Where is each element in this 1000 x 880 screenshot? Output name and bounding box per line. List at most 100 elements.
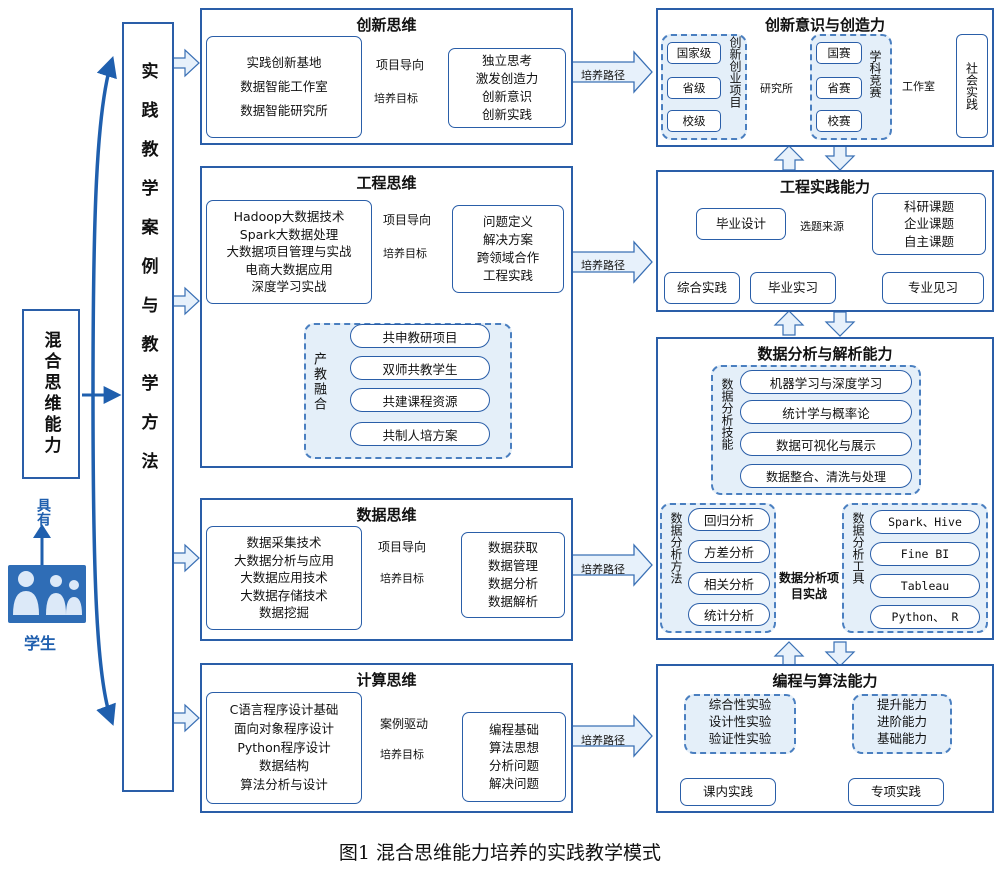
computing-result-3: 分析问题 — [488, 758, 539, 773]
student-label: 学生 — [24, 634, 57, 653]
prog-ability-title: 编程与算法能力 — [772, 672, 878, 690]
mixed-thinking-label: 混合思维能力 — [40, 331, 61, 457]
engineering-title: 工程思维 — [356, 174, 417, 192]
student-icon — [8, 565, 86, 623]
computing-result-box: 编程基础 算法思想 分析问题 解决问题 — [462, 712, 566, 802]
engineering-path: 培养路径 — [581, 259, 625, 272]
mixed-thinking-box: 混合思维能力 — [22, 309, 80, 479]
prog-experiment-3: 验证性实验 — [708, 730, 772, 746]
analysis-ability-title: 数据分析与解析能力 — [757, 345, 893, 363]
innov-level-2: 省级 — [667, 77, 721, 99]
creative-result-box: 独立思考 激发创造力 创新意识 创新实践 — [448, 48, 566, 128]
analysis-tech-2: 统计学与概率论 — [740, 400, 912, 424]
engineering-course-3: 大数据项目管理与实战 — [226, 244, 352, 260]
col-to-panel-arrows — [172, 48, 200, 733]
innov-institute-label: 研究所 — [760, 82, 793, 95]
data-result-2: 数据管理 — [487, 557, 538, 573]
innov-contest-2: 省赛 — [816, 77, 862, 99]
innov-ability-title: 创新意识与创造力 — [764, 16, 885, 34]
analysis-method-1: 回归分析 — [688, 508, 770, 531]
data-target: 培养目标 — [380, 572, 424, 585]
creative-path: 培养路径 — [581, 69, 625, 82]
creative-base-box: 实践创新基地 数据智能工作室 数据智能研究所 — [206, 36, 362, 138]
industry-item-1: 共申教研项目 — [350, 324, 490, 348]
data-course-3: 大数据应用技术 — [240, 570, 328, 586]
prog-ability-group — [852, 694, 952, 754]
engineering-course-5: 深度学习实战 — [251, 279, 327, 295]
data-path: 培养路径 — [581, 563, 625, 576]
eng-internship-box: 毕业实习 — [750, 272, 836, 304]
data-course-5: 数据挖掘 — [258, 605, 309, 621]
computing-result-2: 算法思想 — [488, 739, 539, 755]
computing-course-4: 数据结构 — [258, 758, 309, 774]
computing-title: 计算思维 — [356, 671, 417, 689]
data-courses-box: 数据采集技术 大数据分析与应用 大数据应用技术 大数据存储技术 数据挖掘 — [206, 526, 362, 630]
data-result-1: 数据获取 — [487, 539, 538, 555]
eng-thesis-box: 毕业设计 — [696, 208, 786, 240]
computing-course-1: C语言程序设计基础 — [229, 702, 339, 718]
computing-orient: 案例驱动 — [380, 717, 429, 731]
analysis-tool-4: Python、 R — [870, 605, 980, 629]
analysis-method-3: 相关分析 — [688, 572, 770, 595]
industry-item-4: 共制人培方案 — [350, 422, 490, 446]
eng-topic-2: 企业课题 — [903, 216, 954, 232]
innov-social-label: 社会实践 — [964, 62, 979, 110]
prog-experiment-group — [684, 694, 796, 754]
creative-orient: 项目导向 — [376, 58, 425, 72]
engineering-course-4: 电商大数据应用 — [245, 261, 333, 277]
creative-base-2: 数据智能工作室 — [240, 79, 328, 95]
creative-result-2: 激发创造力 — [475, 70, 539, 86]
prog-experiment-list: 综合性实验 设计性实验 验证性实验 — [684, 697, 796, 748]
analysis-tool-label: 数据分析工具 — [851, 512, 865, 584]
innov-contest-3: 校赛 — [816, 110, 862, 132]
computing-path: 培养路径 — [581, 734, 625, 747]
computing-course-2: 面向对象程序设计 — [233, 720, 334, 736]
innov-social-box: 社会实践 — [956, 34, 988, 138]
analysis-method-2: 方差分析 — [688, 540, 770, 563]
figure-caption: 图1 混合思维能力培养的实践教学模式 — [338, 842, 662, 864]
prog-ability-2: 进阶能力 — [876, 713, 927, 729]
prog-experiment-1: 综合性实验 — [708, 697, 772, 712]
innov-studio-label: 工作室 — [902, 80, 935, 93]
computing-course-5: 算法分析与设计 — [240, 777, 328, 793]
industry-item-3: 共建课程资源 — [350, 388, 490, 412]
engineering-course-1: Hadoop大数据技术 — [233, 209, 345, 225]
analysis-method-4: 统计分析 — [688, 603, 770, 626]
computing-target: 培养目标 — [380, 748, 424, 761]
student-up-head — [33, 524, 51, 538]
industry-label: 产教融合 — [311, 352, 326, 412]
data-title: 数据思维 — [356, 506, 417, 524]
engineering-result-4: 工程实践 — [482, 268, 533, 284]
data-course-2: 大数据分析与应用 — [233, 552, 334, 568]
computing-course-3: Python程序设计 — [237, 739, 331, 755]
analysis-tool-3: Tableau — [870, 574, 980, 598]
curve-arrow-top — [91, 55, 117, 396]
engineering-courses-box: Hadoop大数据技术 Spark大数据处理 大数据项目管理与实战 电商大数据应… — [206, 200, 372, 304]
eng-topic-1: 科研课题 — [903, 198, 954, 214]
have-label: 具有 — [35, 498, 51, 526]
eng-ability-title: 工程实践能力 — [779, 178, 870, 196]
analysis-tech-1: 机器学习与深度学习 — [740, 370, 912, 394]
innov-level-1: 国家级 — [667, 42, 721, 64]
innov-project-label: 创新创业项目 — [728, 36, 742, 108]
curve-arrow-bottom — [91, 394, 116, 726]
creative-result-1: 独立思考 — [481, 52, 532, 68]
analysis-tool-2: Fine BI — [870, 542, 980, 566]
method-label: 实践教学案例与教学方法 — [137, 62, 158, 491]
eng-source-label: 选题来源 — [800, 220, 844, 233]
engineering-result-1: 问题定义 — [482, 213, 533, 229]
engineering-result-3: 跨领域合作 — [476, 250, 540, 265]
analysis-tech-label: 数据分析技能 — [720, 378, 734, 450]
data-course-1: 数据采集技术 — [246, 535, 322, 551]
innov-level-3: 校级 — [667, 110, 721, 132]
creative-target: 培养目标 — [374, 92, 418, 105]
engineering-target: 培养目标 — [383, 247, 427, 260]
data-result-4: 数据解析 — [487, 594, 538, 610]
engineering-result-box: 问题定义 解决方案 跨领域合作 工程实践 — [452, 205, 564, 293]
creative-title: 创新思维 — [356, 16, 417, 34]
prog-experiment-2: 设计性实验 — [708, 713, 772, 729]
eng-topic-3: 自主课题 — [903, 233, 954, 249]
creative-base-3: 数据智能研究所 — [240, 102, 328, 118]
prog-inclass-box: 课内实践 — [680, 778, 776, 806]
computing-result-1: 编程基础 — [488, 721, 539, 737]
